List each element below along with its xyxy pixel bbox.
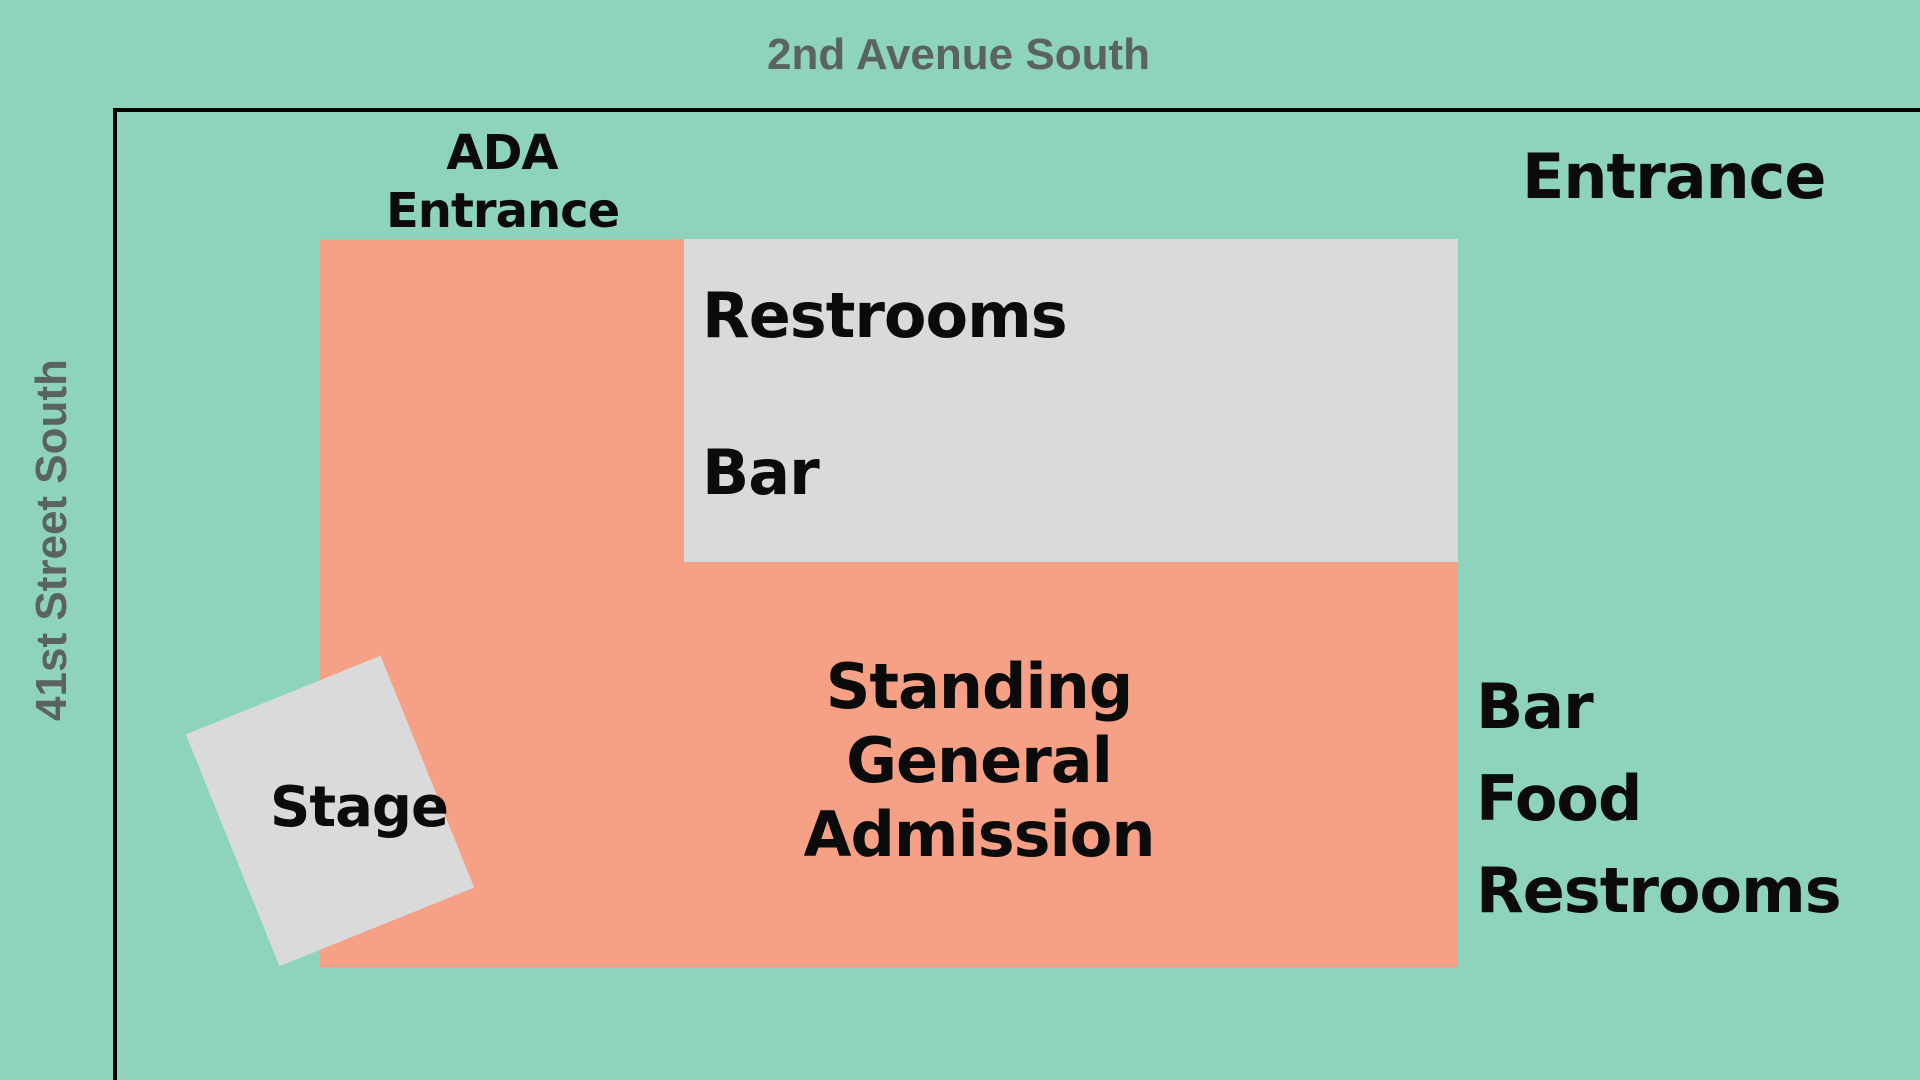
ada-entrance-line-2: Entrance xyxy=(386,183,620,239)
bar-label: Bar xyxy=(702,436,820,509)
restrooms-label: Restrooms xyxy=(702,279,1068,352)
ada-entrance-line-1: ADA xyxy=(446,125,558,181)
boundary-line-top xyxy=(113,108,1920,112)
street-label-41st-street-south: 41st Street South xyxy=(27,359,76,721)
main-entrance-label: Entrance xyxy=(1522,140,1826,213)
amenity-bar: Bar xyxy=(1476,670,1594,743)
street-name-top: 2nd Avenue South xyxy=(767,30,1150,79)
ada-entrance-label: ADA Entrance xyxy=(386,124,620,240)
standing-line-2: General xyxy=(846,724,1113,797)
stage-label: Stage xyxy=(270,775,449,840)
standing-area-bottom xyxy=(500,562,1458,967)
standing-general-admission-label: Standing General Admission xyxy=(779,650,1179,872)
boundary-line-left xyxy=(113,108,117,1080)
standing-line-3: Admission xyxy=(803,798,1155,871)
amenity-restrooms: Restrooms xyxy=(1476,854,1842,927)
standing-line-1: Standing xyxy=(825,650,1133,723)
restrooms-bar-area xyxy=(684,239,1458,562)
amenity-food: Food xyxy=(1476,762,1642,835)
right-side-amenities-list: Bar Food Restrooms xyxy=(1476,661,1842,937)
